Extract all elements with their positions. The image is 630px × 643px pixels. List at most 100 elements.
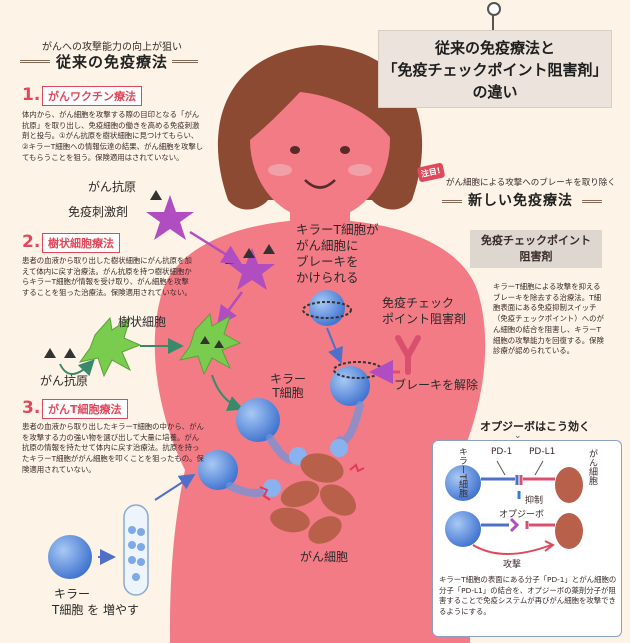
- checkpoint-ring: [302, 301, 352, 319]
- header-rule-right: [172, 60, 198, 63]
- opdivo-t-cell-icon: [445, 465, 481, 501]
- killer-t-cell-icon: [48, 535, 92, 579]
- opdivo-t-label: キラーT細胞: [457, 447, 467, 498]
- header-subtitle: がんへの攻撃能力の向上が狙い: [42, 42, 182, 53]
- therapy-2-number: 2.: [22, 232, 41, 252]
- headline-line-1: 従来の免疫療法と: [434, 39, 555, 57]
- brake-note-line-3: ブレーキを: [296, 254, 359, 269]
- inhibitor-label-line-2: ポイント阻害剤: [382, 312, 467, 326]
- smile: [304, 179, 336, 189]
- pdl1-molecule: [519, 475, 555, 485]
- left-cheek: [268, 164, 292, 176]
- cancer-cell-icon: [319, 484, 357, 516]
- killer-t-label-center: キラー T細胞: [270, 372, 306, 400]
- checkpoint-inhibitor-desc: キラーT細胞による攻撃を抑えるブレーキを除去する治療法。T細胞表面にある免疫抑制…: [493, 282, 604, 356]
- antigen-triangle-icon: [64, 348, 76, 358]
- killer-t-label-bottom: キラー T細胞 を 増やす: [52, 586, 139, 618]
- attack-arrowhead: [544, 540, 555, 552]
- impact-mark: [259, 486, 271, 501]
- left-eye: [290, 146, 300, 154]
- antigen-label-top: がん抗原: [88, 180, 137, 194]
- stimulant-star-icon: [146, 195, 194, 240]
- antigen-triangle-icon: [214, 340, 224, 348]
- killer-t-cell-icon: [236, 398, 280, 442]
- killer-t-label-line-1: キラー: [270, 372, 307, 386]
- return-arrow: [154, 473, 196, 501]
- therapy-1-number: 1.: [22, 85, 41, 105]
- opdivo-cancer-cell-icon: [555, 513, 583, 549]
- opdivo-molecule: [509, 517, 520, 533]
- brake-note-line-4: かけられる: [296, 270, 359, 285]
- cancer-cell-icon: [300, 453, 344, 483]
- pdl1-molecule: [525, 521, 555, 529]
- headline-line-2: 「免疫チェックポイント阻害剤」: [382, 61, 608, 79]
- tube-cells: [128, 526, 145, 581]
- antigen-label-bottom: がん抗原: [40, 374, 89, 388]
- dendritic-arrow: [211, 374, 244, 411]
- opdivo-caption: キラーT細胞の表面にある分子「PD-1」とがん細胞の分子「PD-L1」の結合を、…: [439, 575, 617, 617]
- killer-t-bottom-line-1: キラー: [54, 587, 91, 601]
- dendritic-label: 樹状細胞: [118, 315, 167, 329]
- attack-arrow: [472, 544, 552, 555]
- therapy-2-desc: 患者の血液から取り出した樹状細胞にがん抗原を加えて体内に戻す治療法。がん抗原を持…: [22, 256, 192, 298]
- therapy-3-name: がんT細胞療法: [42, 399, 128, 419]
- stimulant-arrow: [217, 291, 244, 327]
- cancer-cell-icon: [270, 507, 310, 533]
- inhibitor-label: 免疫チェック ポイント阻害剤: [382, 295, 466, 327]
- antigen-triangle-icon: [150, 190, 162, 200]
- killer-t-cell-icon: [309, 290, 345, 326]
- new-therapy-title: 新しい免疫療法: [468, 193, 573, 209]
- stimulant-label: 免疫刺激剤: [68, 205, 129, 219]
- torso: [154, 220, 486, 643]
- impact-mark: [349, 463, 365, 473]
- opdivo-label: オプジーボ: [499, 510, 545, 520]
- new-rule-left: [442, 200, 462, 203]
- pd1-label: PD-1: [491, 447, 513, 457]
- opdivo-box: キラーT細胞 PD-1 PD-L1 がん細胞 抑制 オプジーボ 攻撃 キラーT細…: [432, 440, 622, 637]
- stimulant-star-icon: [229, 248, 275, 290]
- opdivo-cancer-label: がん細胞: [587, 449, 597, 485]
- cancer-cell-icon: [280, 480, 320, 508]
- brake-note: キラーT細胞が がん細胞に ブレーキを かけられる: [296, 222, 379, 286]
- antigen-triangle-icon: [44, 348, 56, 358]
- pin-line: [492, 6, 494, 32]
- new-therapy-subtitle: がん細胞による攻撃へのブレーキを取り除く: [446, 178, 616, 188]
- therapy-1-name: がんワクチン療法: [42, 86, 142, 106]
- box-title-line-1: 免疫チェックポイント: [481, 234, 591, 247]
- opdivo-title: オプジーボはこう効く: [480, 420, 590, 433]
- brake-note-line-1: キラーT細胞が: [296, 222, 379, 237]
- therapy-3-number: 3.: [22, 398, 41, 418]
- opdivo-t-cell-icon: [445, 511, 481, 547]
- therapy-3-desc: 患者の血液から取り出したキラーT細胞の中から、がんを攻撃する力の強い物を選び出し…: [22, 422, 204, 474]
- release-label: ブレーキを解除: [394, 378, 479, 392]
- opdivo-cancer-cell-icon: [555, 467, 583, 503]
- test-tube-icon: [123, 504, 149, 596]
- checkpoint-inhibitor-box: 免疫チェックポイント 阻害剤: [470, 230, 602, 268]
- headline-box: 従来の免疫療法と 「免疫チェックポイント阻害剤」 の違い: [378, 30, 612, 108]
- pdl1-label: PD-L1: [529, 447, 556, 457]
- attack-label: 攻撃: [503, 560, 522, 570]
- brake-note-line-2: がん細胞に: [296, 238, 359, 253]
- box-title-line-2: 阻害剤: [519, 250, 553, 263]
- therapy-1-desc: 体内から、がん細胞を攻撃する際の目印となる「がん抗原」を取り出し、免疫細胞の働き…: [22, 110, 204, 162]
- opdivo-diagram: [445, 460, 583, 555]
- opdivo-chevron-icon: ⌄: [514, 431, 522, 441]
- t-cell-arrow: [326, 327, 343, 364]
- antigen-triangle-icon: [263, 244, 275, 254]
- t-cell-hand: [263, 479, 281, 497]
- inhibitor-label-line-1: 免疫チェック: [382, 296, 455, 310]
- killer-t-cell-icon: [198, 450, 238, 490]
- t-cell-hand: [330, 439, 348, 457]
- new-rule-right: [582, 200, 602, 203]
- therapy-2-name: 樹状細胞療法: [42, 233, 120, 253]
- right-eye: [340, 146, 350, 154]
- header-rule-left: [20, 60, 50, 63]
- antigen-triangle-icon: [200, 336, 210, 344]
- right-cheek: [348, 164, 372, 176]
- headline-line-3: の違い: [472, 83, 518, 101]
- antigen-triangle-icon: [243, 248, 255, 258]
- killer-t-label-line-2: T細胞: [272, 386, 304, 400]
- attack-streak: [336, 401, 364, 445]
